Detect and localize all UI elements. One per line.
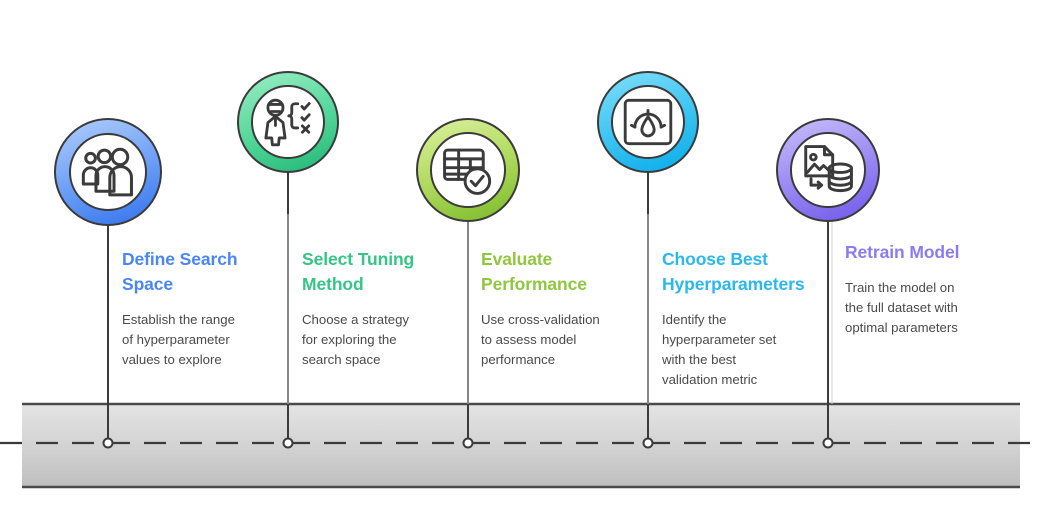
road-band bbox=[0, 402, 1044, 489]
image-to-database-icon bbox=[804, 145, 853, 193]
step-description-define-search-space: Establish the range of hyperparameter va… bbox=[122, 311, 235, 367]
gauge-square-icon bbox=[623, 98, 673, 146]
stem-marker-evaluate-performance bbox=[462, 437, 474, 449]
milestone-node-evaluate-performance[interactable] bbox=[416, 118, 520, 222]
milestone-nodes bbox=[54, 71, 880, 226]
step-description-evaluate-performance: Use cross-validation to assess model per… bbox=[481, 311, 600, 367]
milestone-node-choose-best-hyperparameters[interactable] bbox=[597, 71, 699, 173]
step-description-retrain-model: Train the model on the full dataset with… bbox=[845, 279, 958, 335]
column-dividers bbox=[287, 214, 833, 404]
step-description-choose-best-hyperparameters: Identify the hyperparameter set with the… bbox=[662, 311, 777, 387]
node-inner-disc-choose-best-hyperparameters bbox=[611, 85, 685, 159]
stem-marker-retrain-model bbox=[822, 437, 834, 449]
milestone-node-retrain-model[interactable] bbox=[776, 118, 880, 222]
node-inner-disc-select-tuning-method bbox=[251, 85, 325, 159]
step-title-select-tuning-method: Select Tuning Method bbox=[302, 249, 415, 294]
stem-marker-select-tuning-method bbox=[282, 437, 294, 449]
step-title-define-search-space: Define Search Space bbox=[122, 249, 238, 294]
node-inner-disc-define-search-space bbox=[69, 133, 147, 211]
node-inner-disc-evaluate-performance bbox=[430, 132, 506, 208]
person-brace-checks-icon bbox=[264, 98, 311, 147]
step-description-select-tuning-method: Choose a strategy for exploring the sear… bbox=[302, 311, 410, 367]
step-title-retrain-model: Retrain Model bbox=[845, 242, 960, 262]
step-title-evaluate-performance: Evaluate Performance bbox=[481, 249, 587, 294]
stem-marker-define-search-space bbox=[102, 437, 114, 449]
step-title-choose-best-hyperparameters: Choose Best Hyperparameters bbox=[662, 249, 805, 294]
milestone-node-define-search-space[interactable] bbox=[54, 118, 162, 226]
road-surface bbox=[22, 404, 1020, 487]
table-check-icon bbox=[443, 148, 492, 195]
milestone-node-select-tuning-method[interactable] bbox=[237, 71, 339, 173]
stem-marker-choose-best-hyperparameters bbox=[642, 437, 654, 449]
people-group-icon bbox=[81, 147, 133, 197]
